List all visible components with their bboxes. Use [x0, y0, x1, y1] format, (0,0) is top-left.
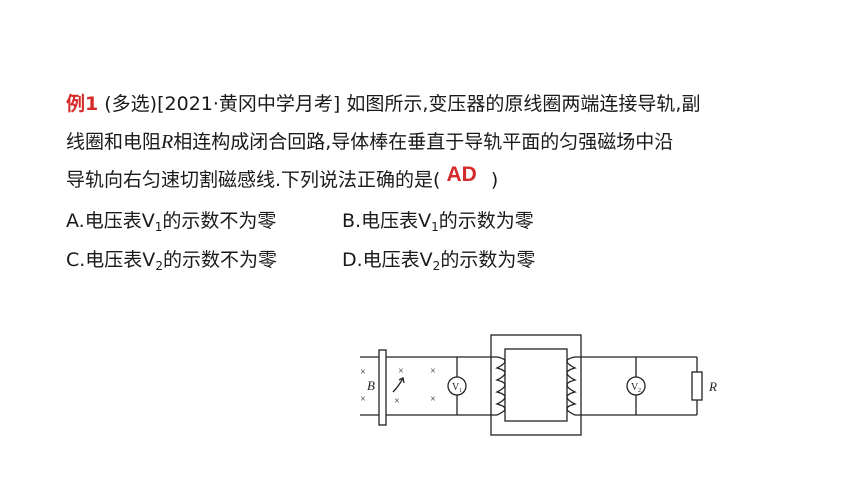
question-text-1: (多选)[2021·黄冈中学月考] 如图所示,变压器的原线圈两端连接导轨,副	[98, 93, 701, 115]
question-text-2a: 线圈和电阻	[66, 131, 162, 153]
transformer-core-inner	[504, 348, 568, 422]
options-row-1: A.电压表V1的示数不为零 B.电压表V1的示数为零	[66, 207, 534, 241]
resistor	[691, 371, 703, 401]
svg-text:×: ×	[360, 367, 366, 378]
primary-coil	[490, 356, 506, 416]
option-a: A.电压表V1的示数不为零	[66, 210, 277, 234]
conductor-rod	[378, 349, 387, 426]
resistor-symbol-r: R	[161, 131, 174, 153]
option-b: B.电压表V1的示数为零	[342, 210, 534, 234]
option-d: D.电压表V2的示数为零	[342, 249, 536, 273]
svg-text:V: V	[452, 382, 460, 393]
close-paren: )	[490, 169, 499, 191]
voltmeter-v2	[626, 376, 646, 396]
svg-text:×: ×	[430, 394, 436, 405]
options-row-2: C.电压表V2的示数不为零 D.电压表V2的示数为零	[66, 246, 535, 280]
answer-text: AD	[446, 163, 477, 186]
magnetic-field-marks: × × × × × ×	[360, 366, 436, 407]
svg-text:1: 1	[459, 388, 462, 394]
svg-text:×: ×	[398, 366, 404, 377]
svg-text:×: ×	[360, 394, 366, 405]
field-label-b: B	[367, 378, 375, 393]
transformer-core-outer	[490, 334, 582, 436]
svg-text:V: V	[631, 382, 639, 393]
option-c: C.电压表V2的示数不为零	[66, 249, 277, 273]
question-text-3: 导轨向右匀速切割磁感线.下列说法正确的是(	[66, 169, 441, 191]
voltmeter-v1	[447, 376, 467, 396]
question-text-2b: 相连构成闭合回路,导体棒在垂直于导轨平面的匀强磁场中沿	[173, 131, 674, 153]
svg-text:2: 2	[638, 388, 641, 394]
question-line-3: 导轨向右匀速切割磁感线.下列说法正确的是(AD)	[66, 163, 499, 194]
resistor-label: R	[708, 379, 717, 394]
secondary-coil	[566, 356, 582, 416]
velocity-arrow	[392, 377, 404, 393]
example-label: 例1	[66, 93, 99, 115]
question-line-2: 线圈和电阻R相连构成闭合回路,导体棒在垂直于导轨平面的匀强磁场中沿	[66, 128, 673, 156]
question-line-1: 例1 (多选)[2021·黄冈中学月考] 如图所示,变压器的原线圈两端连接导轨,…	[66, 90, 700, 118]
velocity-arrowhead	[398, 377, 405, 384]
svg-text:×: ×	[430, 366, 436, 377]
circuit-diagram: × × × × × × B V 1 V 2 R	[360, 334, 717, 436]
svg-text:×: ×	[394, 396, 400, 407]
